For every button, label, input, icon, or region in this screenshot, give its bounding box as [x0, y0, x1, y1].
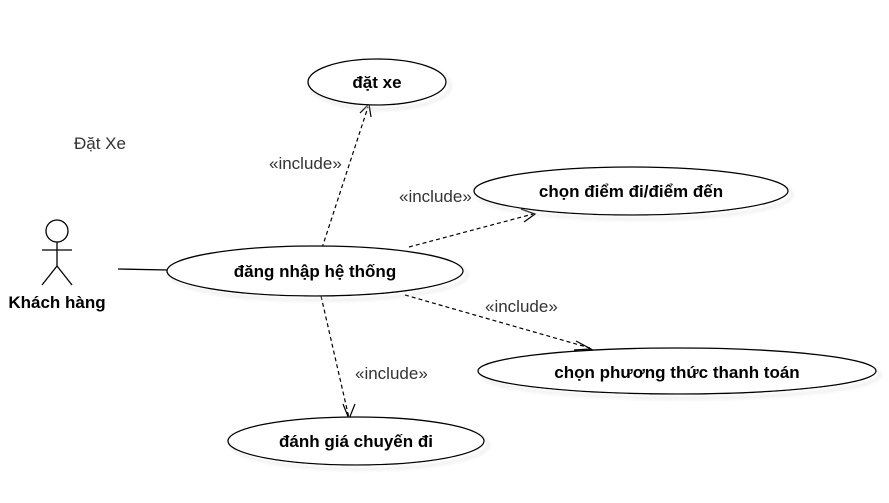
association-line: [117, 268, 169, 271]
use-case-pick-points[interactable]: chọn điểm đi/điểm đến: [473, 166, 789, 216]
include-label-book: «include»: [269, 154, 342, 173]
use-case-payment-label: chọn phương thức thanh toán: [554, 363, 799, 382]
include-arrow-book: [321, 102, 372, 249]
actor-left-leg: [41, 265, 58, 286]
actor-head: [45, 219, 69, 243]
use-case-review-label: đánh giá chuyến đi: [279, 432, 433, 451]
use-case-review[interactable]: đánh giá chuyến đi: [227, 416, 485, 466]
use-case-login[interactable]: đăng nhập hệ thống: [166, 245, 464, 297]
use-case-pick-points-label: chọn điểm đi/điểm đến: [539, 182, 723, 201]
diagram-title: Đặt Xe: [74, 134, 126, 153]
include-label-payment: «include»: [485, 297, 558, 316]
include-label-review: «include»: [355, 364, 428, 383]
include-label-pick-points: «include»: [399, 187, 472, 206]
use-case-book[interactable]: đặt xe: [307, 58, 447, 106]
use-case-payment[interactable]: chọn phương thức thanh toán: [477, 347, 877, 395]
include-arrow-pick-points: [408, 208, 537, 248]
use-case-book-label: đặt xe: [352, 73, 401, 92]
use-case-login-label: đăng nhập hệ thống: [234, 262, 396, 281]
include-arrow-payment: [404, 294, 594, 351]
include-arrow-review: [320, 295, 356, 421]
actor-label: Khách hàng: [8, 293, 105, 312]
actor-khach-hang[interactable]: [41, 219, 73, 286]
actor-right-leg: [56, 265, 73, 286]
